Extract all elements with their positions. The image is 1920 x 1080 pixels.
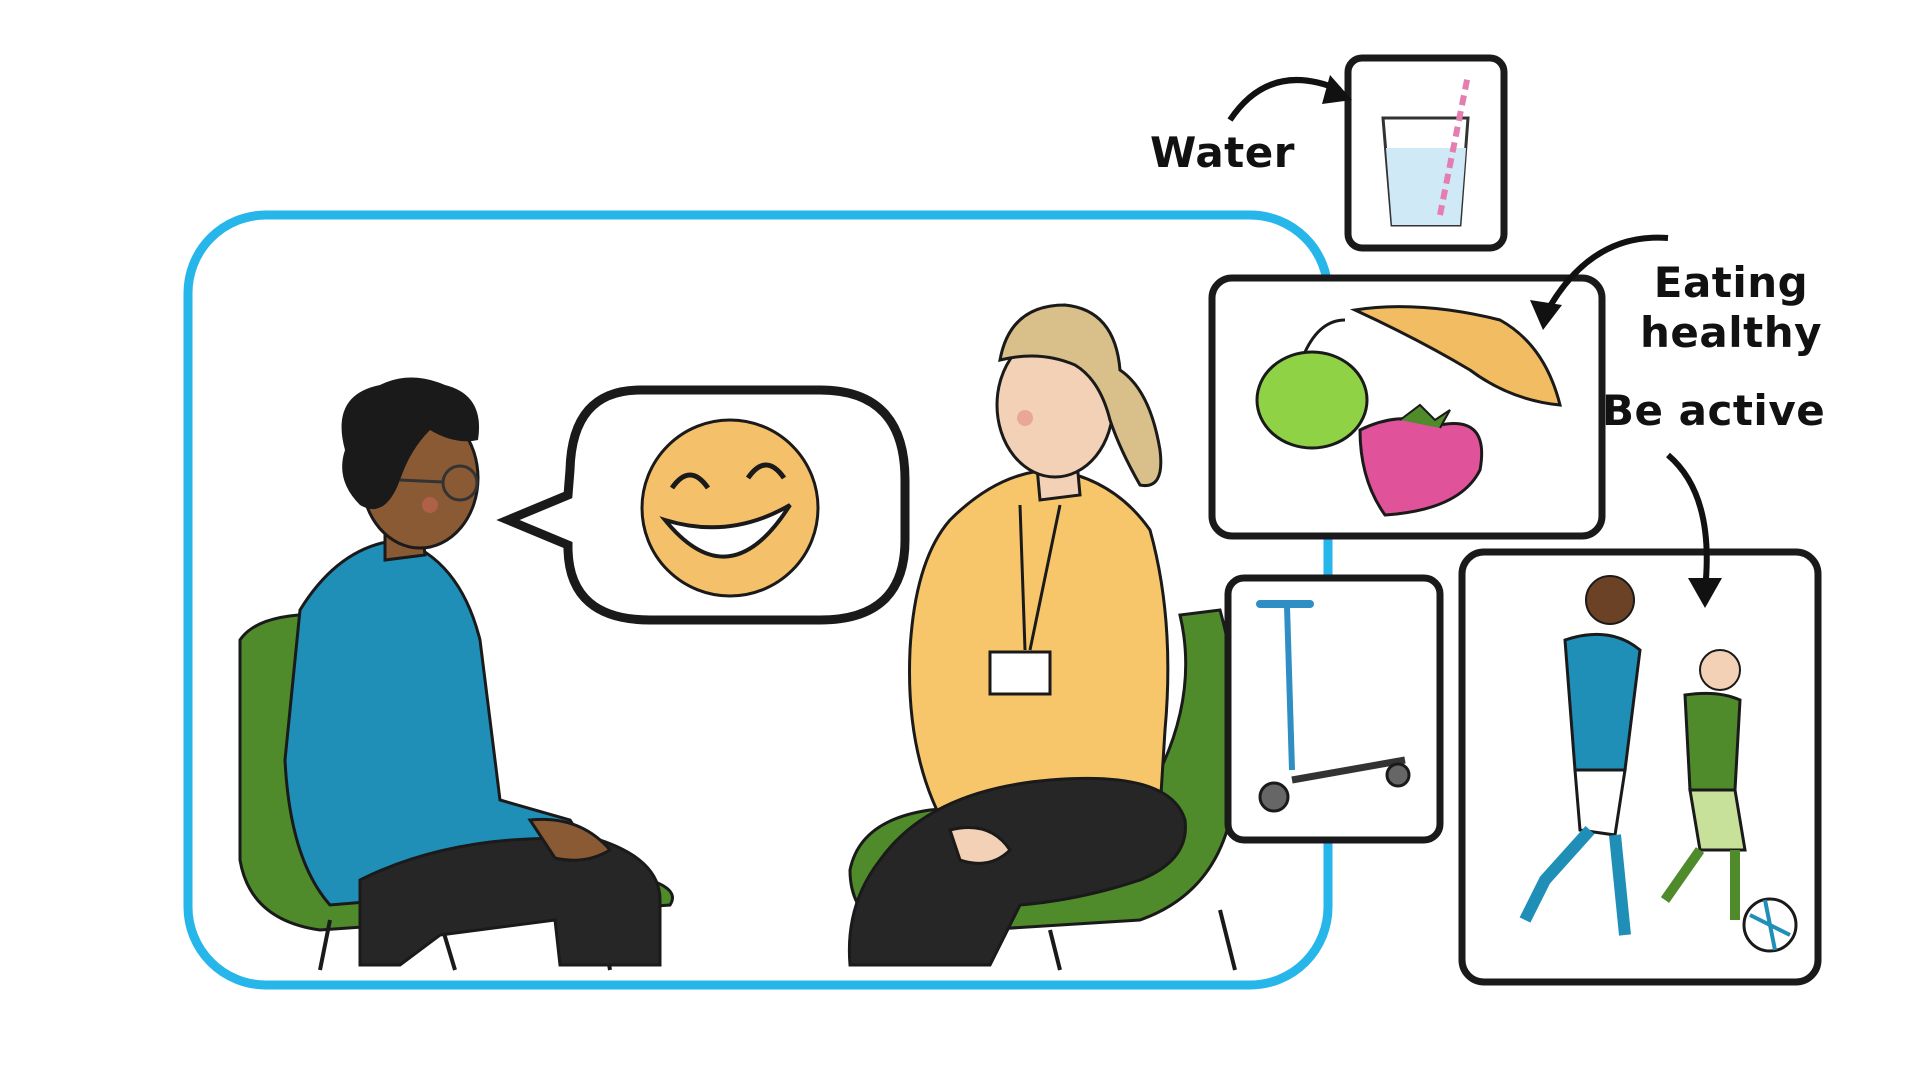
food-card [1208, 274, 1606, 540]
adult-figure [847, 303, 1240, 971]
be-active-label: Be active [1602, 386, 1826, 435]
eating-label-line1: Eating [1653, 258, 1809, 307]
banana-icon [1349, 305, 1562, 407]
water-card [1344, 54, 1508, 252]
speech-bubble [496, 385, 910, 625]
footballer-boy [1519, 575, 1642, 936]
water-label: Water [1150, 128, 1295, 177]
eating-arrow [1542, 234, 1669, 317]
footballer-girl [1660, 649, 1747, 920]
eating-label-line2: healthy [1640, 307, 1822, 357]
active-arrow [1666, 452, 1710, 591]
strawberry-icon [1358, 403, 1484, 517]
water-glass-icon [1381, 74, 1471, 227]
scooter-icon [1256, 600, 1411, 813]
apple-icon [1255, 318, 1369, 450]
eating-healthy-label: Eating healthy [1640, 258, 1822, 357]
id-badge [988, 650, 1052, 696]
active-card [1458, 548, 1822, 986]
football-icon [1742, 897, 1798, 953]
teen-figure [238, 377, 674, 971]
scooter-card [1224, 574, 1444, 844]
water-arrow [1227, 77, 1342, 122]
smiley-icon [640, 418, 820, 598]
